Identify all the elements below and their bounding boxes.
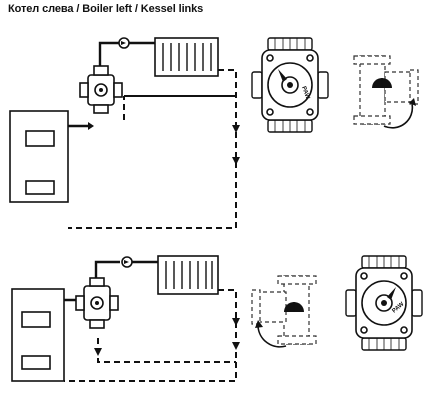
return-pipe bbox=[64, 289, 237, 382]
valve-section-icon bbox=[353, 55, 419, 129]
page-title: Котел слева / Boiler left / Kessel links bbox=[8, 3, 204, 15]
valve-body-icon: PAW bbox=[251, 37, 329, 133]
pump-icon bbox=[121, 256, 133, 268]
boiler-icon bbox=[9, 110, 69, 203]
rotation-arrow-icon bbox=[257, 325, 287, 348]
valve-section-icon bbox=[251, 275, 317, 348]
flow-arrow-icon bbox=[232, 318, 240, 326]
return-pipe bbox=[68, 69, 237, 229]
valve-body-icon: PAW bbox=[345, 255, 423, 351]
boiler-icon bbox=[11, 288, 65, 382]
top-scheme bbox=[9, 37, 240, 229]
flow-arrow-icon bbox=[232, 125, 240, 133]
bypass-pipe bbox=[97, 338, 236, 363]
radiator-icon bbox=[157, 255, 219, 295]
bottom-scheme bbox=[11, 255, 240, 382]
brand-label: PAW bbox=[300, 86, 310, 101]
mixing-valve-icon bbox=[75, 277, 119, 329]
rotation-arrow-icon bbox=[383, 103, 414, 129]
pump-icon bbox=[118, 37, 130, 49]
flow-arrow-icon bbox=[232, 342, 240, 350]
pipe-to-pump bbox=[98, 41, 120, 75]
flow-arrow-icon bbox=[232, 157, 240, 165]
radiator-icon bbox=[154, 37, 219, 77]
mixing-valve-icon bbox=[79, 65, 123, 114]
flow-arrow-icon bbox=[94, 348, 102, 356]
flow-arrow-icon bbox=[88, 122, 94, 130]
